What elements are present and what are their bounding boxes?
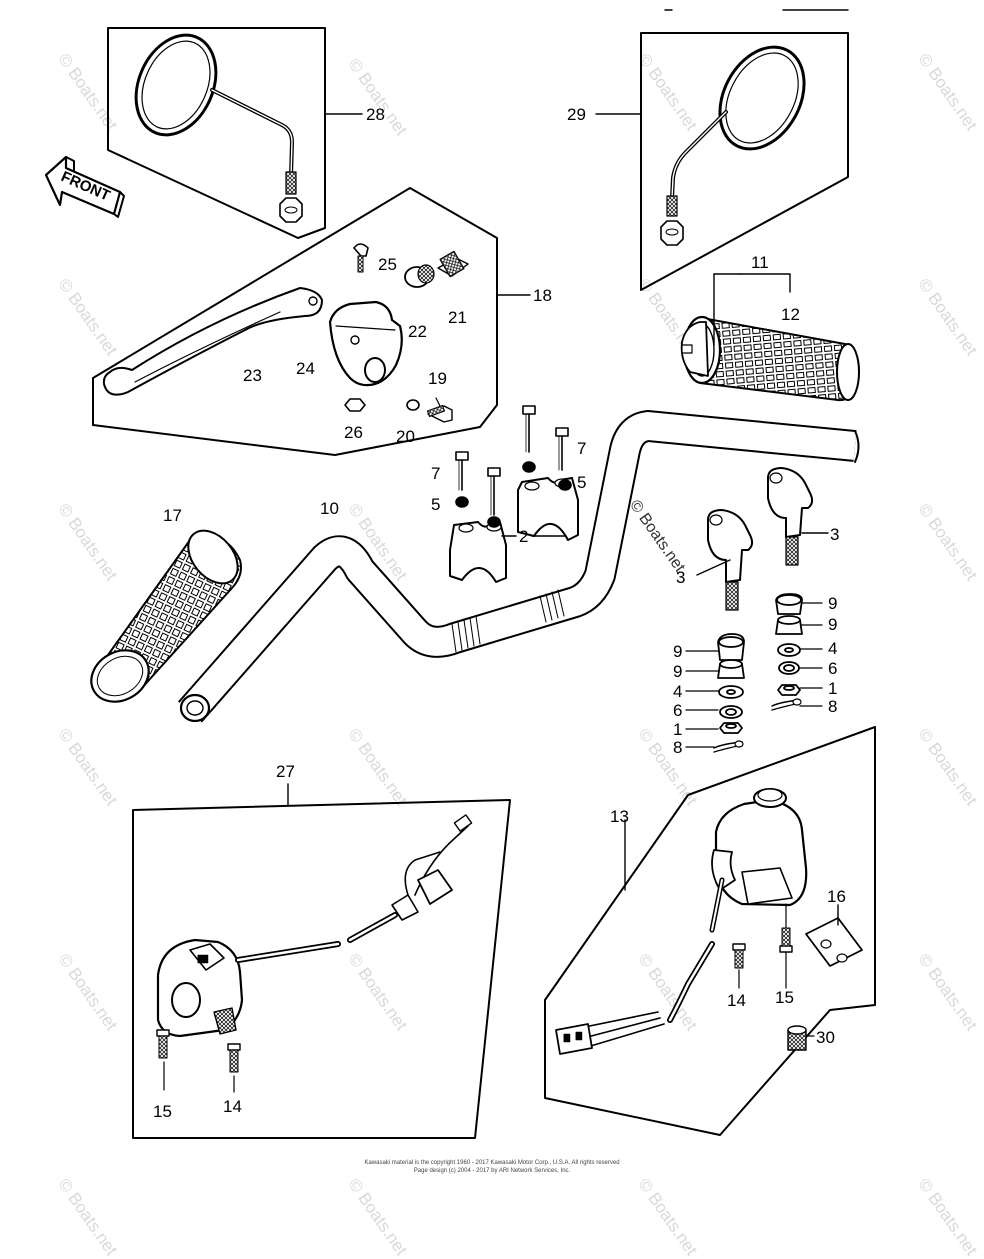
callout-5: 5 bbox=[577, 473, 586, 492]
callout-5: 5 bbox=[431, 495, 440, 514]
callout-1: 1 bbox=[673, 720, 682, 739]
callout-8: 8 bbox=[828, 697, 837, 716]
handlebar-mounts bbox=[696, 467, 829, 611]
callout-9: 9 bbox=[828, 615, 837, 634]
callout-8: 8 bbox=[673, 738, 682, 757]
copyright-line-1: Kawasaki material is the copyright 1960 … bbox=[364, 1160, 620, 1166]
damper-stack-left bbox=[685, 633, 745, 753]
front-arrow-icon bbox=[44, 155, 125, 218]
handlebar bbox=[177, 410, 860, 723]
callout-15: 15 bbox=[775, 988, 794, 1007]
callout-13: 13 bbox=[610, 807, 629, 826]
clutch-lever-panel bbox=[92, 187, 531, 456]
callout-14: 14 bbox=[223, 1097, 242, 1116]
callout-19: 19 bbox=[428, 369, 447, 388]
callout-28: 28 bbox=[366, 105, 385, 124]
callout-1: 1 bbox=[828, 679, 837, 698]
callout-17: 17 bbox=[163, 506, 182, 525]
callout-7: 7 bbox=[431, 464, 440, 483]
callout-30: 30 bbox=[816, 1028, 835, 1047]
callout-21: 21 bbox=[448, 308, 467, 327]
callout-6: 6 bbox=[673, 701, 682, 720]
mirror-left-panel bbox=[107, 27, 363, 239]
callout-6: 6 bbox=[828, 659, 837, 678]
right-switch-panel bbox=[544, 726, 876, 1136]
callout-24: 24 bbox=[296, 359, 315, 378]
callout-25: 25 bbox=[378, 255, 397, 274]
left-switch-panel bbox=[132, 783, 511, 1139]
callout-22: 22 bbox=[408, 322, 427, 341]
callout-20: 20 bbox=[396, 427, 415, 446]
callout-2: 2 bbox=[519, 527, 528, 546]
left-grip bbox=[90, 529, 242, 703]
copyright-line-2: Page design (c) 2004 - 2017 by ARI Netwo… bbox=[413, 1168, 571, 1174]
callout-3: 3 bbox=[830, 525, 839, 544]
callout-9: 9 bbox=[673, 642, 682, 661]
handlebar-holders bbox=[449, 405, 579, 583]
callout-7: 7 bbox=[577, 439, 586, 458]
throttle-grip bbox=[680, 273, 860, 402]
damper-stack-right bbox=[771, 593, 823, 711]
callout-10: 10 bbox=[320, 499, 339, 518]
callout-3: 3 bbox=[676, 568, 685, 587]
parts-diagram: © Boats.net © Boats.net © Boats.net © Bo… bbox=[44, 9, 981, 1259]
callout-23: 23 bbox=[243, 366, 262, 385]
callout-26: 26 bbox=[344, 423, 363, 442]
callout-16: 16 bbox=[827, 887, 846, 906]
callout-29: 29 bbox=[567, 105, 586, 124]
mirror-right-panel bbox=[595, 9, 849, 291]
diagram-canvas: 28 29 18 25 21 22 23 24 19 26 20 11 12 7… bbox=[44, 9, 876, 1139]
callout-27: 27 bbox=[276, 762, 295, 781]
callout-9: 9 bbox=[673, 662, 682, 681]
callout-9: 9 bbox=[828, 594, 837, 613]
callout-11: 11 bbox=[751, 253, 769, 272]
callout-4: 4 bbox=[673, 682, 682, 701]
callout-4: 4 bbox=[828, 639, 837, 658]
callout-12: 12 bbox=[781, 305, 800, 324]
callout-18: 18 bbox=[533, 286, 552, 305]
callout-14: 14 bbox=[727, 991, 746, 1010]
callout-15: 15 bbox=[153, 1102, 172, 1121]
